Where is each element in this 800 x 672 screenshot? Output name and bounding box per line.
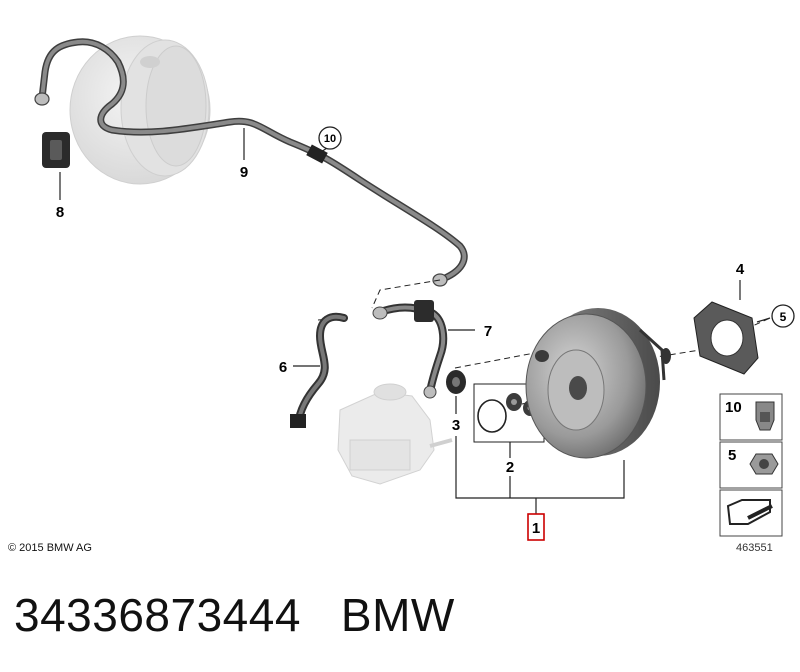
callout-5: 5	[780, 310, 787, 324]
ghost-master-cylinder	[337, 383, 453, 485]
leader-lines	[59, 128, 771, 514]
brand-name: BMW	[340, 589, 455, 641]
callout-6: 6	[279, 359, 287, 376]
callout-1: 1	[532, 520, 540, 537]
grommet-3	[446, 370, 466, 394]
ghost-booster-top	[69, 35, 211, 185]
legend-label-10: 10	[725, 399, 742, 416]
vacuum-line-9	[34, 38, 468, 287]
hose-6	[290, 312, 348, 428]
legend-panel: 10 5	[719, 393, 783, 537]
hose-7	[372, 300, 448, 399]
callout-10-circle	[318, 126, 342, 150]
callout-10: 10	[324, 133, 336, 145]
callout-5-circle	[771, 304, 795, 328]
callout-7: 7	[484, 323, 492, 340]
callout-2: 2	[506, 459, 514, 476]
callout-3: 3	[452, 417, 460, 434]
brake-booster-1	[525, 308, 671, 459]
callout-9: 9	[240, 164, 248, 181]
diagram-number: 463551	[736, 542, 773, 554]
part-number: 34336873444	[14, 589, 301, 641]
legend-label-5: 5	[728, 447, 736, 464]
gasket-4	[693, 301, 759, 375]
parts-diagram: 1 2 3 4 5 6 7 8 9 10 10 5	[34, 35, 795, 541]
copyright: © 2015 BMW AG	[8, 542, 92, 554]
highlight-box	[527, 513, 545, 541]
caption: 34336873444 BMW	[14, 588, 455, 642]
callout-8: 8	[56, 204, 64, 221]
callout-4: 4	[736, 261, 745, 278]
clip-8	[42, 132, 70, 168]
arrow-icon	[726, 499, 771, 525]
